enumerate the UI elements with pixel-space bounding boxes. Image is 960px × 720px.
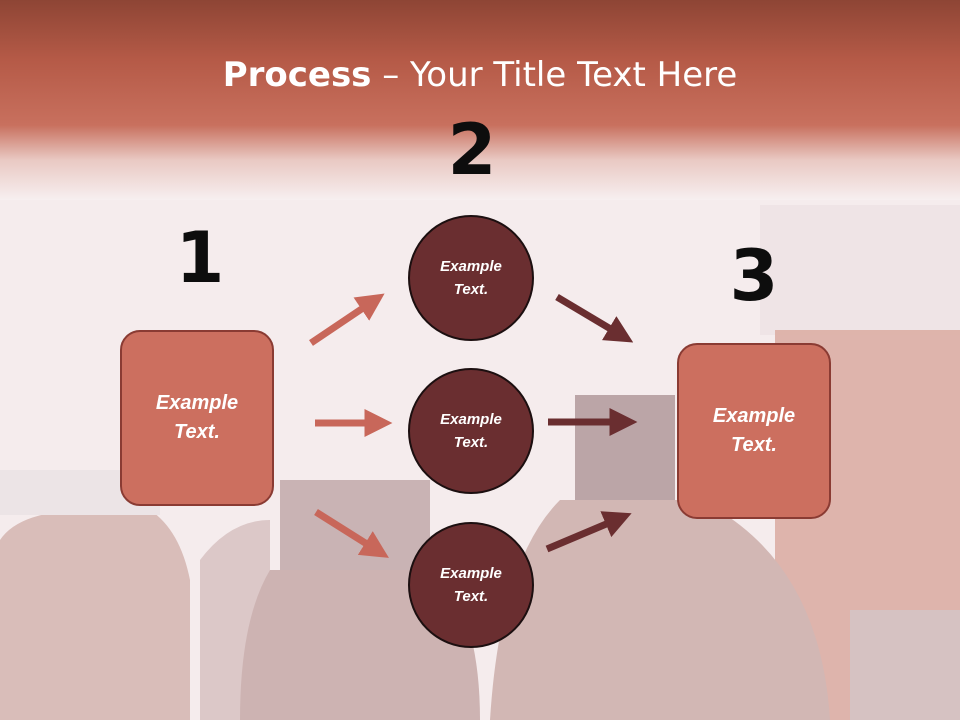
title-bold: Process: [222, 55, 372, 95]
circle-middle: Example Text.: [408, 368, 534, 494]
header-band: [0, 0, 960, 200]
title-rest: – Your Title Text Here: [371, 55, 738, 95]
step-2-number: 2: [447, 109, 497, 191]
slide-title: Process – Your Title Text Here: [0, 52, 960, 98]
step-1-box: Example Text.: [120, 330, 274, 506]
step-3-number: 3: [729, 235, 779, 317]
step-3-box: Example Text.: [677, 343, 831, 519]
circle-bottom: Example Text.: [408, 522, 534, 648]
circle-top: Example Text.: [408, 215, 534, 341]
step-1-number: 1: [175, 217, 225, 299]
